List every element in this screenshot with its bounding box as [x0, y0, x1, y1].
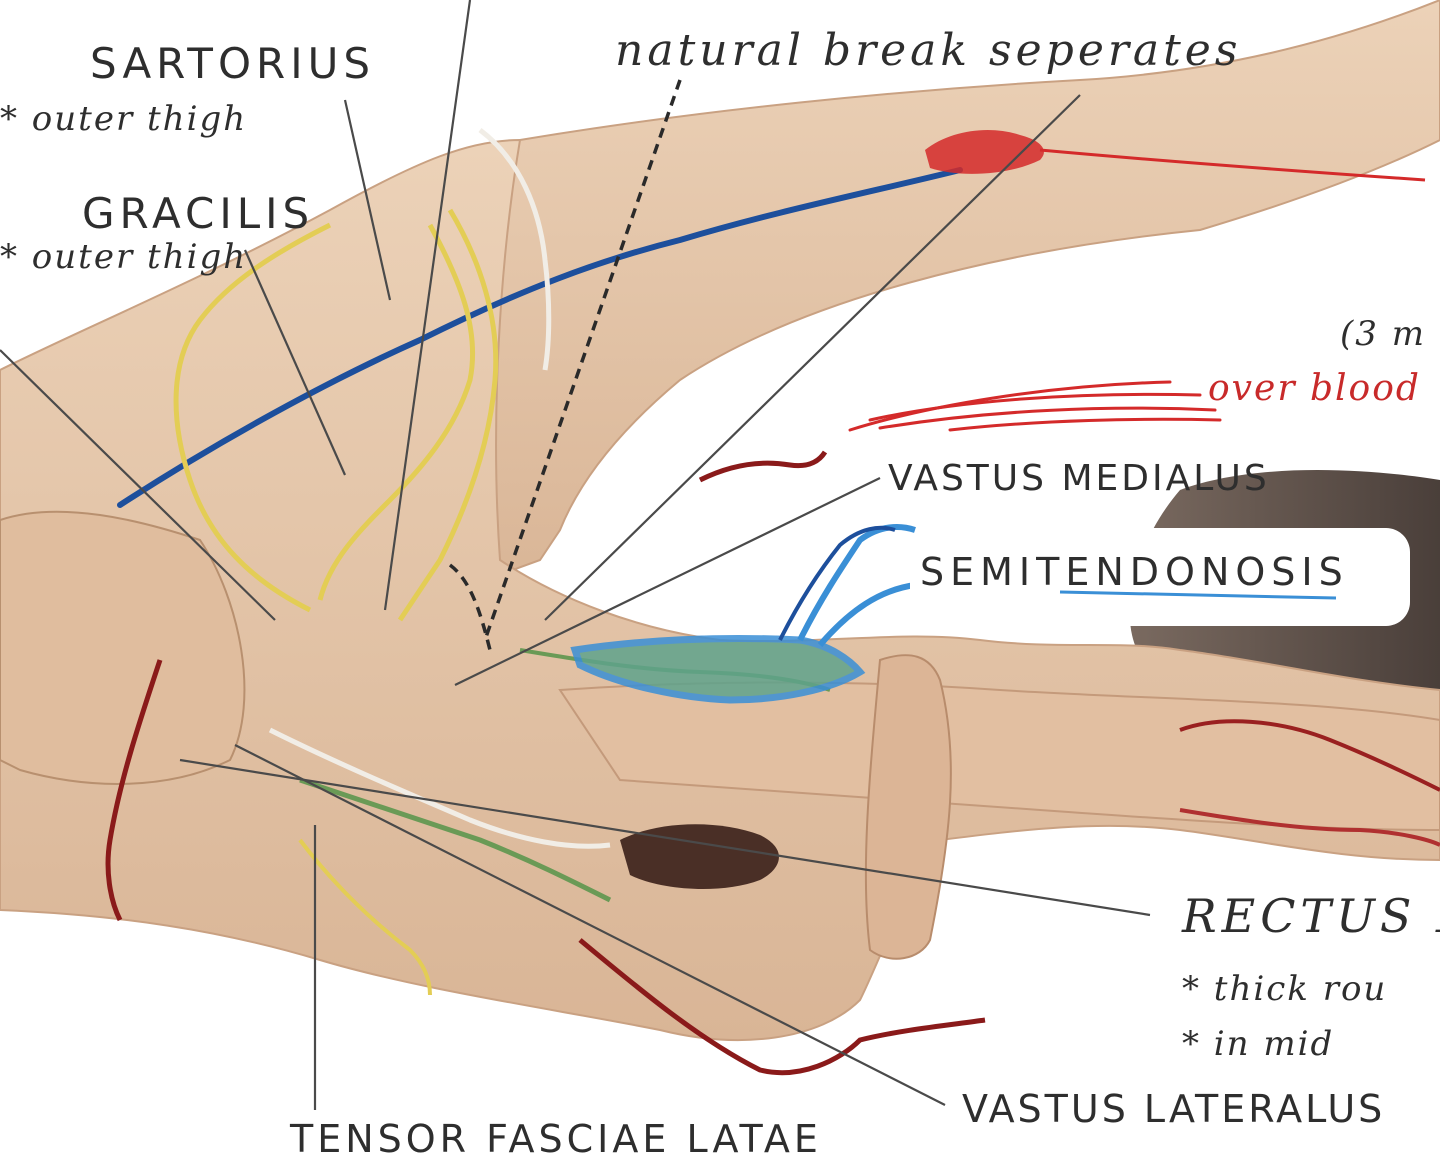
semitendonosis-label-box — [910, 528, 1410, 626]
label-sartorius: SARTORIUS — [90, 39, 375, 88]
label-vastus-medialus: VASTUS MEDIALUS — [888, 458, 1270, 499]
red-vessel-highlight — [925, 130, 1044, 174]
red-vessel-pointer — [1039, 148, 1426, 182]
white-wire — [268, 727, 611, 849]
yellow-nerve — [397, 208, 499, 622]
skin-flap — [0, 510, 246, 785]
fascia-fold — [864, 654, 952, 960]
note-rectus-1: * thick rou — [1182, 969, 1387, 1009]
leader-lines — [0, 0, 1151, 1110]
red-wire — [698, 450, 828, 483]
label-semitendonosis: SEMITENDONOSIS — [920, 550, 1349, 594]
note-over-blood: over blood — [1208, 368, 1421, 409]
white-wire — [478, 128, 552, 371]
red-wire — [105, 659, 163, 922]
label-vastus-lateralus: VASTUS LATERALUS — [962, 1087, 1385, 1131]
label-natural-break: natural break seperates — [615, 25, 1241, 76]
note-3m: (3 m — [1340, 314, 1426, 354]
label-tensor-fasciae-latae: TENSOR FASCIAE LATAE — [289, 1117, 822, 1160]
red-wire — [578, 938, 986, 1076]
blue-vein — [117, 167, 963, 508]
semitendonosis-highlight — [570, 524, 916, 704]
label-gracilis: GRACILIS — [82, 189, 314, 238]
red-wire — [1179, 719, 1440, 792]
note-gracilis: * outer thigh — [0, 237, 247, 277]
yellow-nerve — [298, 838, 432, 996]
note-rectus-2: * in mid — [1182, 1024, 1334, 1064]
red-wire — [1179, 808, 1440, 847]
red-scribble — [848, 380, 1222, 432]
green-wire — [299, 777, 612, 903]
cavity — [620, 824, 779, 890]
note-sartorius: * outer thigh — [0, 99, 247, 139]
label-rectus: RECTUS F — [1181, 889, 1440, 943]
semitendonosis-underline — [1059, 590, 1337, 600]
yellow-nerve — [317, 223, 476, 601]
